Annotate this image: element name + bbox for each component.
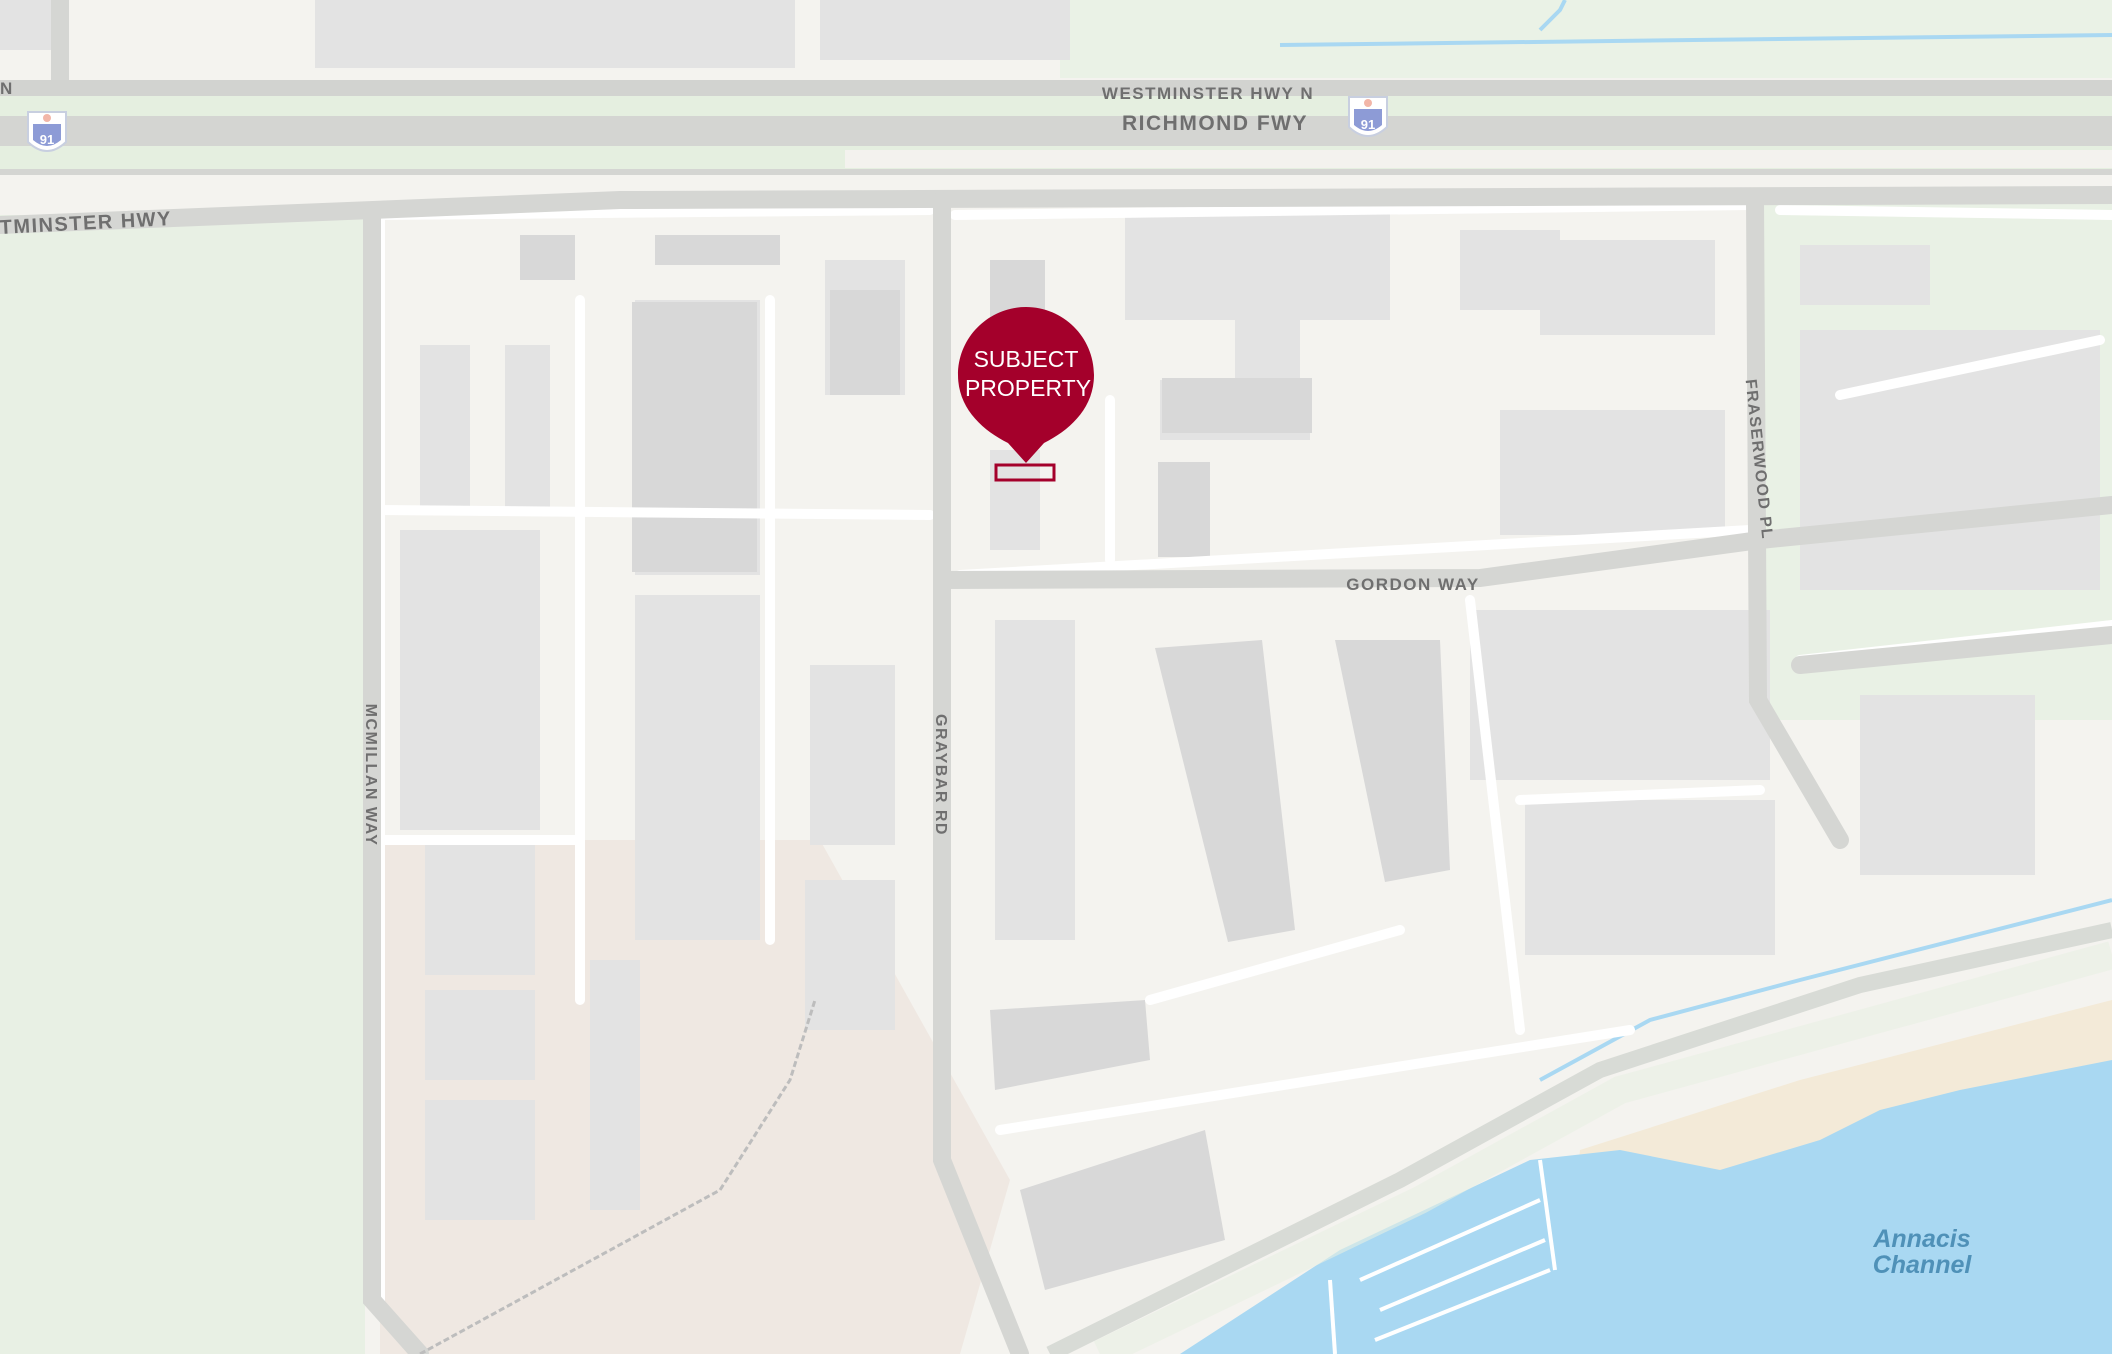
gordon-way — [933, 496, 2112, 589]
richmond-fwy — [0, 116, 2112, 146]
water-label-line1: Annacis — [1872, 1225, 1970, 1253]
westminster-hwy — [0, 186, 2112, 234]
route-shield-icon: 91 — [1348, 96, 1388, 137]
creek — [1279, 0, 2112, 1082]
water-label-line2: Channel — [1873, 1251, 1973, 1279]
water-body — [1180, 1060, 2112, 1354]
map-pin-icon[interactable]: SUBJECT PROPERTY — [958, 307, 1094, 463]
marker-label-line2: PROPERTY — [965, 375, 1091, 401]
road-label-gordon-way: GORDON WAY — [1346, 575, 1479, 594]
buildings-dark — [520, 235, 1450, 1290]
road-label-westminster-hwy-n: WESTMINSTER HWY N — [1102, 84, 1314, 103]
fraserwood-pl — [1746, 191, 1849, 849]
svg-text:91: 91 — [1361, 117, 1375, 132]
park-area — [1060, 0, 2112, 78]
mcmillan-way — [363, 206, 429, 1354]
railway — [419, 999, 817, 1354]
marina-docks — [1328, 1159, 1557, 1354]
road-label-richmond-fwy: RICHMOND FWY — [1122, 112, 1308, 135]
road-label-graybar-rd: GRAYBAR RD — [932, 714, 949, 836]
park-area — [0, 215, 365, 1354]
road-label-mcmillan-way: MCMILLAN WAY — [362, 704, 379, 847]
graybar-rd — [933, 191, 1029, 1354]
route-shield-icon: 91 — [27, 111, 67, 152]
shore-road — [1046, 922, 2112, 1354]
marker-label-line1: SUBJECT — [974, 346, 1079, 372]
road-label-edge: N — [0, 79, 14, 98]
subject-parcel-outline — [994, 463, 1056, 482]
westminster-hwy-n — [0, 80, 2112, 96]
svg-text:91: 91 — [40, 132, 54, 147]
